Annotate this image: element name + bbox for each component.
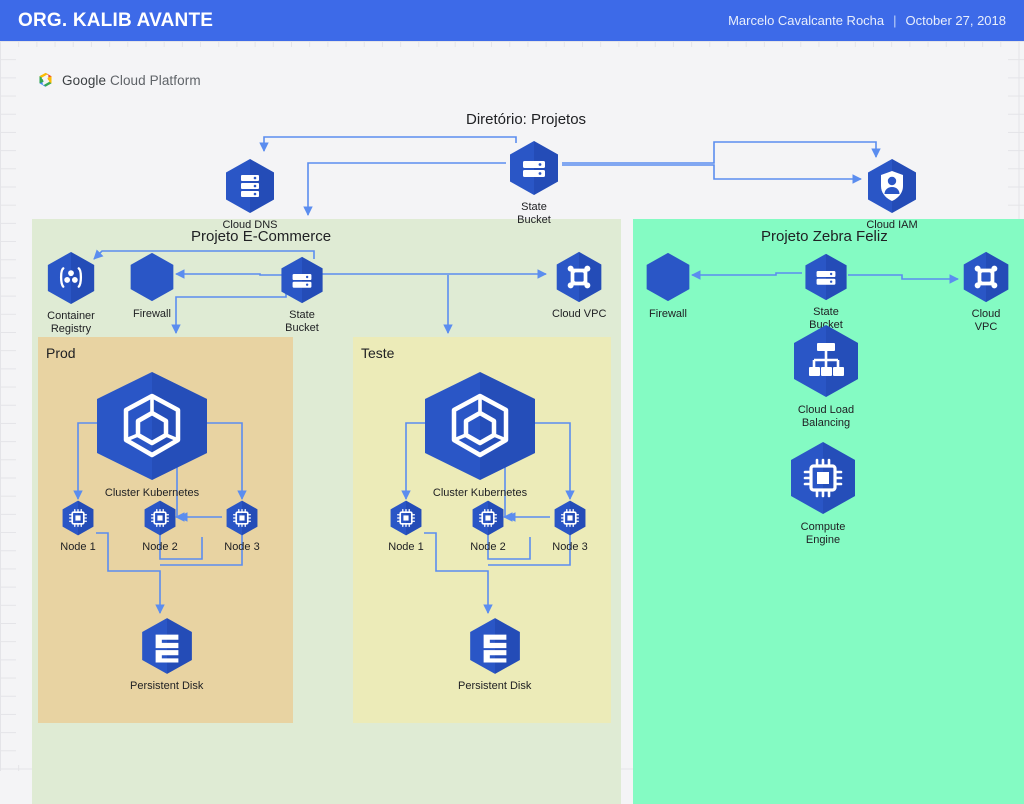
zone-label-prod: Prod	[46, 345, 76, 361]
node-label: Node 2	[470, 541, 505, 554]
cloud-vpc-icon	[960, 250, 1012, 304]
kubernetes-cluster-icon	[418, 369, 542, 483]
node-label: Cloud Load Balancing	[798, 404, 854, 429]
compute-chip-icon	[388, 499, 424, 537]
author-name: Marcelo Cavalcante Rocha	[728, 13, 884, 28]
node-label: Firewall	[649, 308, 687, 321]
connector-group-top	[264, 137, 876, 215]
compute-chip-icon	[60, 499, 96, 537]
storage-bucket-icon	[506, 139, 562, 197]
firewall-hex-icon	[642, 250, 694, 304]
persistent-disk-icon	[466, 616, 524, 676]
node-cloud-vpc-ecommerce[interactable]: Cloud VPC	[552, 250, 606, 321]
node-2-prod[interactable]: Node 2	[142, 499, 178, 554]
node-label: Firewall	[133, 308, 171, 321]
node-label: Persistent Disk	[130, 680, 203, 693]
node-label: Cluster Kubernetes	[105, 487, 199, 500]
node-persistent-disk-teste[interactable]: Persistent Disk	[458, 616, 531, 693]
node-label: Cloud DNS	[222, 219, 277, 232]
node-state-bucket-zebra[interactable]: State Bucket	[802, 252, 850, 331]
wire-statebucket-to-clouddns	[264, 137, 516, 151]
header-meta: Marcelo Cavalcante Rocha | October 27, 2…	[728, 13, 1006, 28]
meta-separator: |	[893, 13, 896, 28]
node-persistent-disk-prod[interactable]: Persistent Disk	[130, 616, 203, 693]
node-3-prod[interactable]: Node 3	[224, 499, 260, 554]
wire-statebucket-to-cloudiam	[562, 165, 861, 179]
logo-brand: Google	[62, 73, 106, 88]
node-label: Node 1	[388, 541, 423, 554]
node-state-bucket-root[interactable]: State Bucket	[506, 139, 562, 226]
compute-chip-icon	[785, 439, 861, 517]
node-2-teste[interactable]: Node 2	[470, 499, 506, 554]
container-registry-icon	[44, 250, 98, 306]
compute-chip-icon	[552, 499, 588, 537]
compute-chip-icon	[470, 499, 506, 537]
document-date: October 27, 2018	[906, 13, 1006, 28]
persistent-disk-icon	[138, 616, 196, 676]
node-3-teste[interactable]: Node 3	[552, 499, 588, 554]
node-1-teste[interactable]: Node 1	[388, 499, 424, 554]
node-label: Cloud VPC	[960, 308, 1012, 333]
wire-statebucket-to-ecommerce	[308, 163, 506, 215]
node-cloud-iam[interactable]: Cloud IAM	[864, 157, 920, 232]
node-label: Node 3	[552, 541, 587, 554]
node-cloud-vpc-zebra[interactable]: Cloud VPC	[960, 250, 1012, 333]
google-cloud-hex-logo-icon	[36, 71, 55, 90]
node-1-prod[interactable]: Node 1	[60, 499, 96, 554]
node-cloud-dns[interactable]: Cloud DNS	[222, 157, 278, 232]
google-cloud-platform-logo: Google Cloud Platform	[36, 71, 201, 90]
node-compute-engine[interactable]: Compute Engine	[785, 439, 861, 546]
node-label: Node 2	[142, 541, 177, 554]
node-label: Container Registry	[47, 310, 95, 335]
node-cluster-kubernetes-teste[interactable]: Cluster Kubernetes	[418, 369, 542, 500]
node-label: Cluster Kubernetes	[433, 487, 527, 500]
node-label: Cloud IAM	[866, 219, 917, 232]
compute-chip-icon	[142, 499, 178, 537]
zone-label-teste: Teste	[361, 345, 394, 361]
diagram-sheet: Google Cloud Platform Diretório: Projeto…	[16, 47, 1008, 765]
node-label: State Bucket	[517, 201, 551, 226]
storage-bucket-icon	[278, 255, 326, 305]
logo-product: Cloud Platform	[110, 73, 201, 88]
compute-chip-icon	[224, 499, 260, 537]
shield-person-icon	[864, 157, 920, 215]
node-cluster-kubernetes-prod[interactable]: Cluster Kubernetes	[90, 369, 214, 500]
node-firewall-ecommerce[interactable]: Firewall	[126, 250, 178, 321]
directory-label: Diretório: Projetos	[466, 111, 586, 128]
page-title: ORG. KALIB AVANTE	[18, 10, 213, 32]
cloud-dns-icon	[222, 157, 278, 215]
page-header: ORG. KALIB AVANTE Marcelo Cavalcante Roc…	[0, 0, 1024, 41]
node-label: State Bucket	[285, 309, 319, 334]
wire-statebucket-to-cloudiam-top	[562, 142, 876, 163]
logo-text: Google Cloud Platform	[62, 73, 201, 88]
kubernetes-cluster-icon	[90, 369, 214, 483]
diagram-canvas: Google Cloud Platform Diretório: Projeto…	[0, 41, 1024, 771]
firewall-hex-icon	[126, 250, 178, 304]
node-cloud-load-balancing[interactable]: Cloud Load Balancing	[788, 322, 864, 429]
node-label: Node 1	[60, 541, 95, 554]
node-label: Cloud VPC	[552, 308, 606, 321]
storage-bucket-icon	[802, 252, 850, 302]
node-container-registry[interactable]: Container Registry	[44, 250, 98, 335]
node-label: Compute Engine	[801, 521, 846, 546]
node-firewall-zebra[interactable]: Firewall	[642, 250, 694, 321]
node-label: Persistent Disk	[458, 680, 531, 693]
node-label: Node 3	[224, 541, 259, 554]
cloud-vpc-icon	[553, 250, 605, 304]
node-state-bucket-ecommerce[interactable]: State Bucket	[278, 255, 326, 334]
load-balancer-icon	[788, 322, 864, 400]
